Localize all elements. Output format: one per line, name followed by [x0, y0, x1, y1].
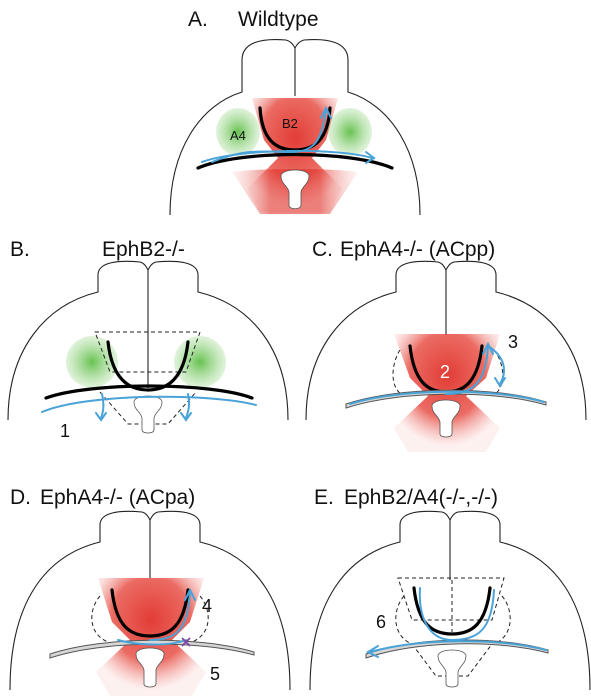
label-a4: A4 [230, 128, 246, 143]
annotation-1: 1 [60, 421, 70, 441]
label-b2: B2 [282, 116, 298, 131]
annotation-3: 3 [508, 332, 518, 352]
panel-a-letter: A. [188, 8, 208, 31]
axon-misroute-left [101, 394, 103, 418]
panel-c: C. EphA4-/- (ACpp) 2 3 [306, 238, 586, 452]
dashed-epha4-outline-left [396, 596, 412, 644]
annotation-2: 2 [440, 362, 450, 382]
dashed-epha4-outline-left [92, 596, 108, 642]
third-ventricle [134, 396, 162, 433]
epha4-expression-right [174, 336, 226, 388]
annotation-4: 4 [202, 596, 212, 616]
epha4-expression-left [66, 336, 118, 388]
panel-b: B. EphB2-/- 1 [8, 238, 288, 441]
panel-a-title: Wildtype [238, 8, 319, 31]
panel-b-title: EphB2-/- [102, 238, 185, 261]
panel-d-title: EphA4-/- (ACpa) [40, 486, 195, 509]
dashed-epha4-outline-right [494, 596, 510, 644]
epha4-expression-right [328, 108, 372, 156]
panel-e-title: EphB2/A4(-/-,-/-) [344, 486, 498, 509]
panel-b-letter: B. [10, 238, 30, 261]
annotation-6: 6 [376, 612, 386, 632]
panel-c-letter: C. [312, 238, 333, 261]
third-ventricle [438, 650, 466, 687]
dashed-epha4-outline-right [492, 350, 503, 396]
panel-c-title: EphA4-/- (ACpp) [340, 238, 495, 261]
panel-e: E. EphB2/A4(-/-,-/-) 6 [310, 486, 590, 690]
panel-d: D. EphA4-/- (ACpa) 4 5 [10, 486, 290, 696]
annotation-5: 5 [210, 664, 220, 684]
panel-d-letter: D. [10, 486, 31, 509]
panel-a: A. Wildtype A4 B2 [170, 8, 420, 215]
panel-e-letter: E. [314, 486, 334, 509]
